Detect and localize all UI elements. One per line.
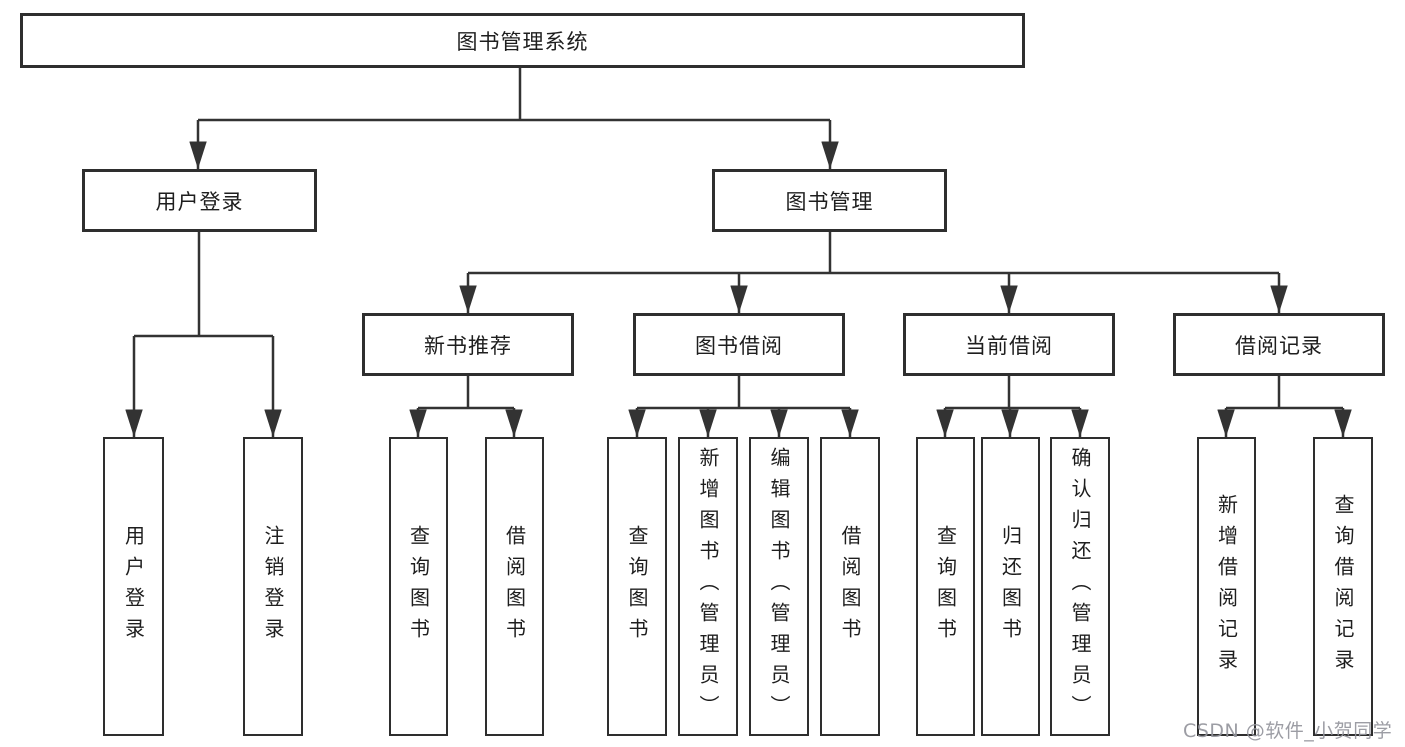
node-label: 借阅记录 bbox=[1235, 333, 1323, 358]
leaf-return-books: 归还图书 bbox=[981, 437, 1040, 736]
leaf-confirm-return-admin: 确认归还（管理员） bbox=[1050, 437, 1110, 736]
node-label: 图书管理系统 bbox=[456, 29, 589, 54]
leaf-logout-login: 注销登录 bbox=[243, 437, 303, 736]
leaf-query-borrow-record: 查询借阅记录 bbox=[1313, 437, 1373, 736]
node-label: 图书借阅 bbox=[695, 333, 783, 358]
node-library-management-system: 图书管理系统 bbox=[20, 13, 1025, 68]
node-label: 注销登录 bbox=[261, 524, 285, 649]
leaf-user-login: 用户登录 bbox=[103, 437, 164, 736]
node-label: 当前借阅 bbox=[965, 333, 1053, 358]
node-label: 查询图书 bbox=[406, 524, 431, 649]
node-label: 归还图书 bbox=[998, 524, 1023, 649]
node-label: 查询图书 bbox=[625, 524, 649, 649]
node-label: 新增图书（管理员） bbox=[696, 447, 720, 726]
node-label: 编辑图书（管理员） bbox=[767, 447, 791, 726]
node-label: 新增借阅记录 bbox=[1214, 493, 1239, 680]
node-label: 用户登录 bbox=[121, 524, 146, 649]
node-current-borrowing: 当前借阅 bbox=[903, 313, 1115, 376]
node-label: 新书推荐 bbox=[424, 333, 512, 358]
leaf-query-books-borrowing: 查询图书 bbox=[607, 437, 667, 736]
leaf-borrow-books-borrowing: 借阅图书 bbox=[820, 437, 880, 736]
node-label: 查询借阅记录 bbox=[1331, 493, 1355, 680]
node-label: 借阅图书 bbox=[502, 524, 527, 649]
node-book-borrowing: 图书借阅 bbox=[633, 313, 845, 376]
node-label: 用户登录 bbox=[155, 189, 244, 214]
node-label: 借阅图书 bbox=[838, 524, 862, 649]
leaf-query-books-current: 查询图书 bbox=[916, 437, 975, 736]
leaf-borrow-books-recommend: 借阅图书 bbox=[485, 437, 544, 736]
node-label: 图书管理 bbox=[785, 189, 874, 214]
node-borrowing-records: 借阅记录 bbox=[1173, 313, 1385, 376]
node-user-login: 用户登录 bbox=[82, 169, 317, 232]
node-label: 查询图书 bbox=[933, 524, 958, 649]
leaf-query-books-recommend: 查询图书 bbox=[389, 437, 448, 736]
watermark: CSDN @软件_小贺同学 bbox=[1183, 720, 1393, 742]
node-label: 确认归还（管理员） bbox=[1068, 447, 1092, 726]
leaf-add-borrow-record: 新增借阅记录 bbox=[1197, 437, 1256, 736]
leaf-add-books-admin: 新增图书（管理员） bbox=[678, 437, 738, 736]
node-new-book-recommendation: 新书推荐 bbox=[362, 313, 574, 376]
node-book-management: 图书管理 bbox=[712, 169, 947, 232]
leaf-edit-books-admin: 编辑图书（管理员） bbox=[749, 437, 809, 736]
